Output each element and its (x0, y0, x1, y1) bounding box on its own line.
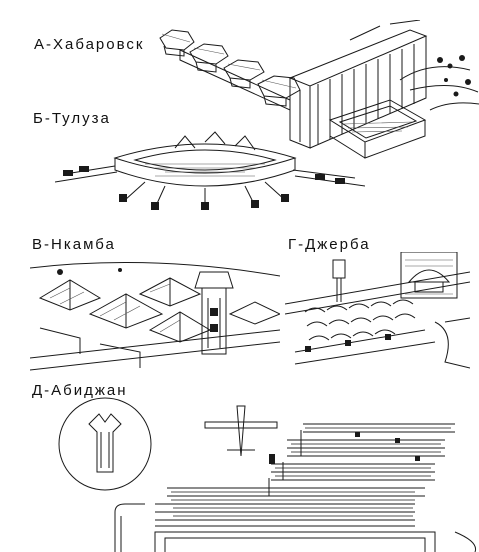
khabarovsk-terminal-drawing (159, 20, 479, 159)
abidjan-terminal-plan (58, 397, 477, 552)
toulouse-terminal-drawing (55, 131, 365, 210)
caption-djerba: Г-Джерба (288, 236, 371, 253)
caption-nkamba: В-Нкамба (32, 236, 116, 253)
caption-abidjan: Д-Абиджан (32, 382, 128, 399)
caption-toulouse: Б-Тулуза (33, 110, 111, 127)
nkamba-terminal-drawing (30, 262, 280, 371)
caption-khabarovsk: А-Хабаровск (34, 36, 145, 53)
djerba-terminal-drawing (285, 252, 470, 369)
